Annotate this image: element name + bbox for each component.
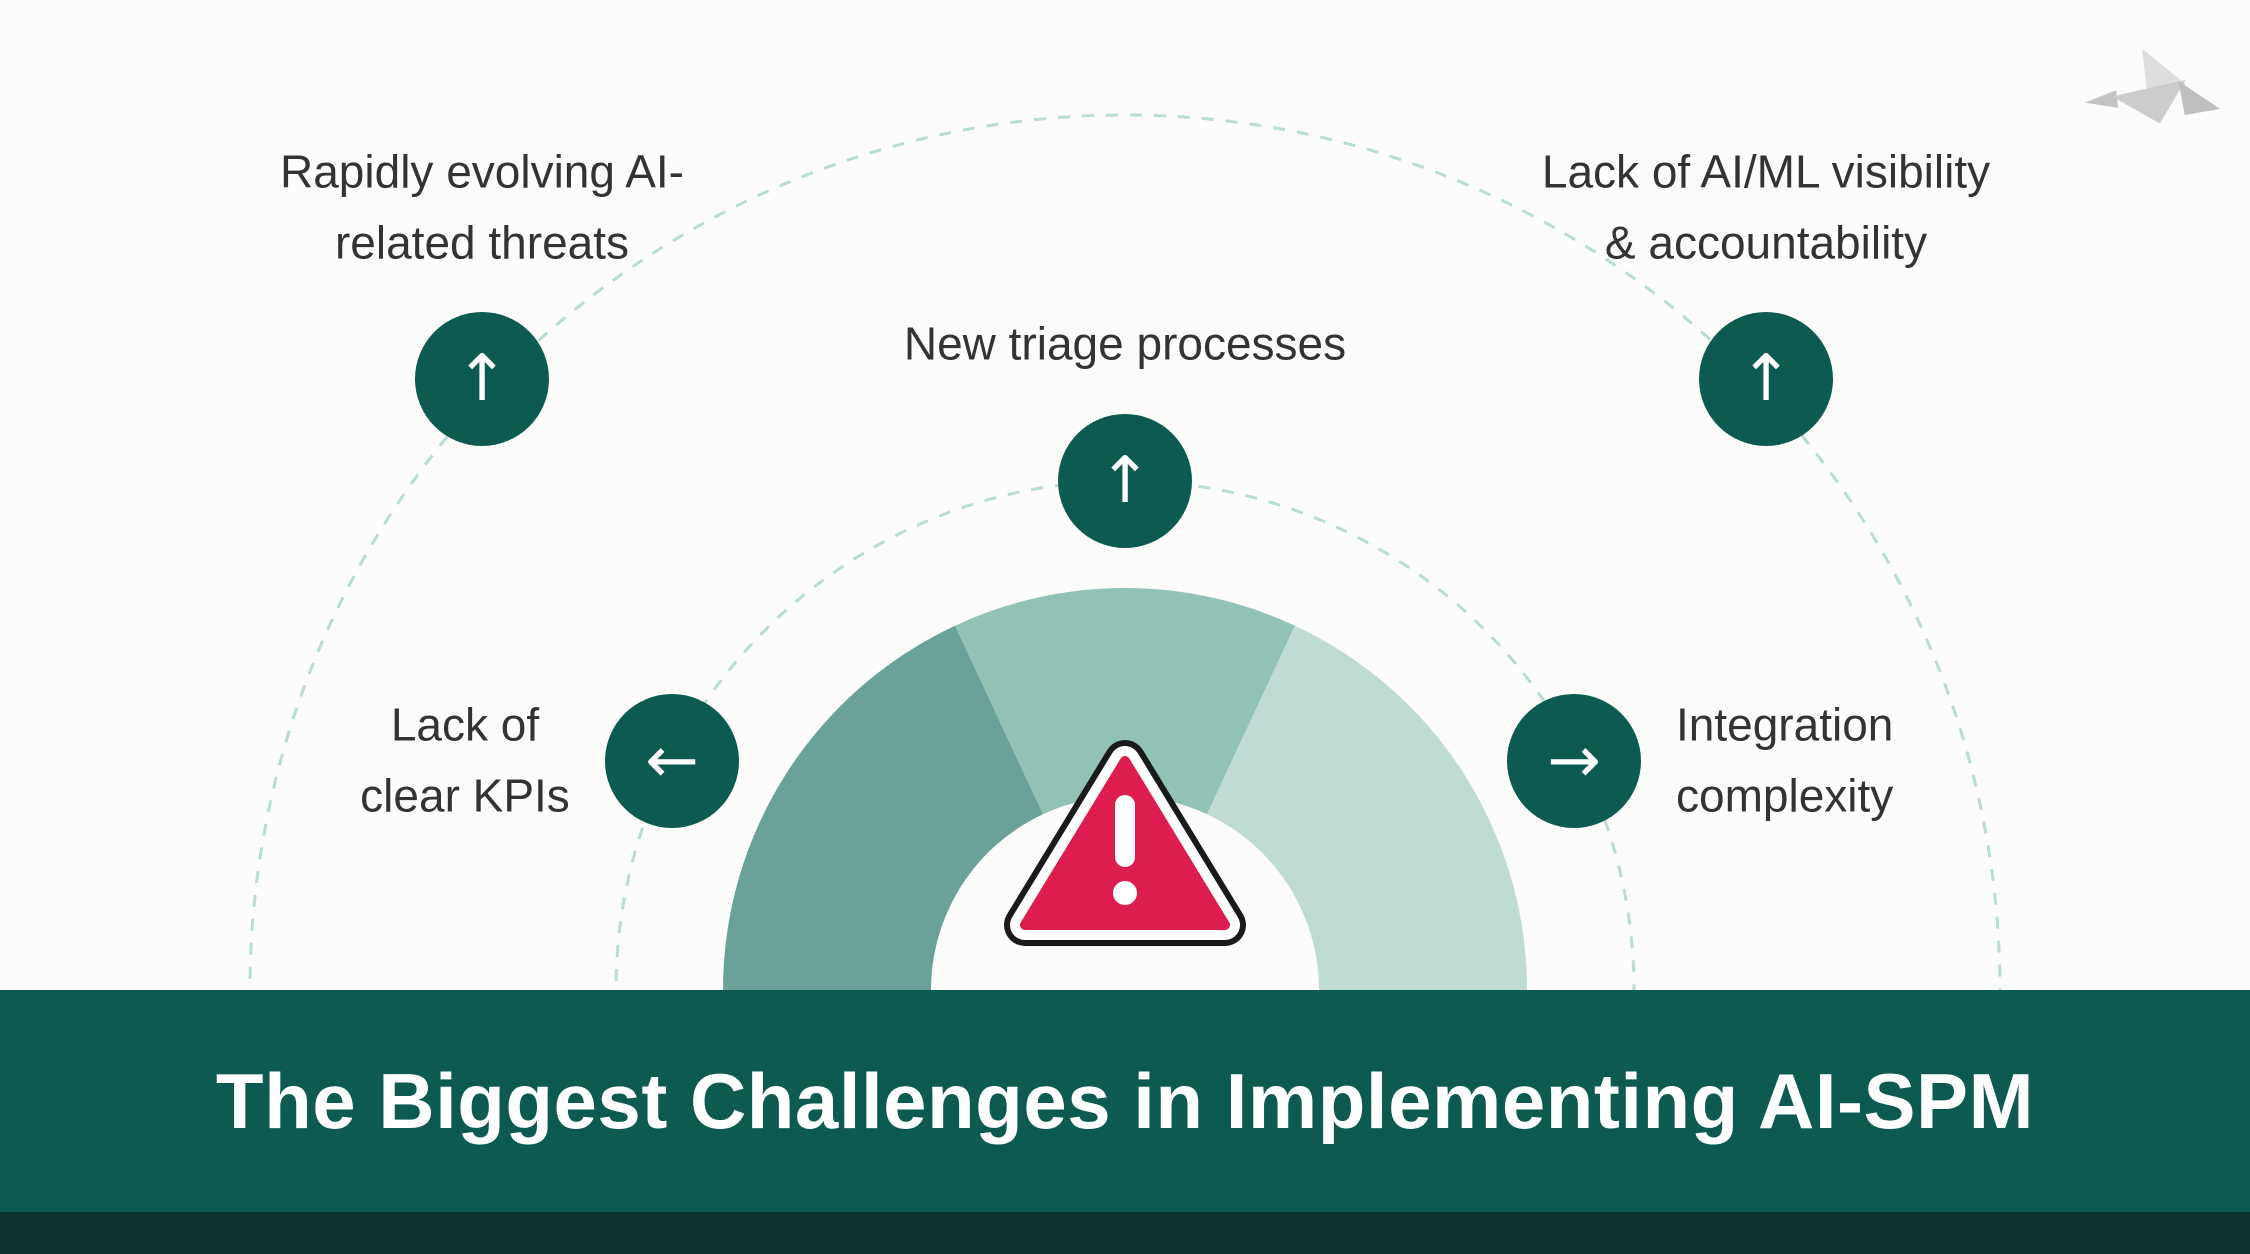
bird-tail: [2178, 80, 2220, 116]
title-band: The Biggest Challenges in Implementing A…: [0, 990, 2250, 1212]
label-line: complexity: [1676, 770, 1894, 822]
warning-triangle-icon: [1004, 740, 1246, 946]
arrow-circle-clear-kpis: ←: [605, 694, 739, 828]
label-line: clear KPIs: [360, 770, 570, 822]
arrow-circle-integration: →: [1507, 694, 1641, 828]
gauge-segment-right: [1207, 625, 1527, 990]
origami-bird-logo: [2085, 48, 2220, 124]
label-line: New triage processes: [903, 317, 1347, 370]
gauge-segment-left: [723, 625, 1043, 990]
exclamation-dot: [1113, 881, 1137, 905]
bottom-strip: [0, 1212, 2250, 1254]
label-line: Lack of: [390, 698, 540, 751]
left-arrow-icon: ←: [645, 724, 699, 798]
challenge-label-clear-kpis: Lack of clear KPIs: [360, 690, 570, 833]
page-title: The Biggest Challenges in Implementing A…: [215, 1056, 2035, 1145]
arrow-circle-visibility: ↑: [1699, 312, 1833, 446]
challenge-label-new-triage: New triage processes: [904, 308, 1346, 379]
exclamation-bar: [1115, 795, 1135, 867]
up-arrow-icon: ↑: [1098, 444, 1152, 518]
gauge: [723, 588, 1527, 990]
label-line: Lack of AI/ML visibility: [1541, 145, 1991, 198]
bird-beak: [2085, 90, 2119, 108]
label-line: Rapidly evolving AI-: [280, 145, 684, 198]
up-arrow-icon: ↑: [455, 342, 509, 416]
challenge-label-integration: Integration complexity: [1676, 690, 1893, 833]
bird-body: [2112, 79, 2186, 124]
arrow-circle-evolving-threats: ↑: [415, 312, 549, 446]
gauge-segment-middle: [955, 588, 1295, 815]
label-line: & accountability: [1604, 217, 1928, 269]
challenge-label-visibility: Lack of AI/ML visibility & accountabilit…: [1542, 137, 1990, 280]
arrow-circle-new-triage: ↑: [1058, 414, 1192, 548]
up-arrow-icon: ↑: [1739, 342, 1793, 416]
label-line: related threats: [334, 217, 630, 269]
right-arrow-icon: →: [1547, 724, 1601, 798]
label-line: Integration: [1676, 698, 1894, 751]
challenge-label-evolving-threats: Rapidly evolving AI- related threats: [280, 137, 684, 280]
